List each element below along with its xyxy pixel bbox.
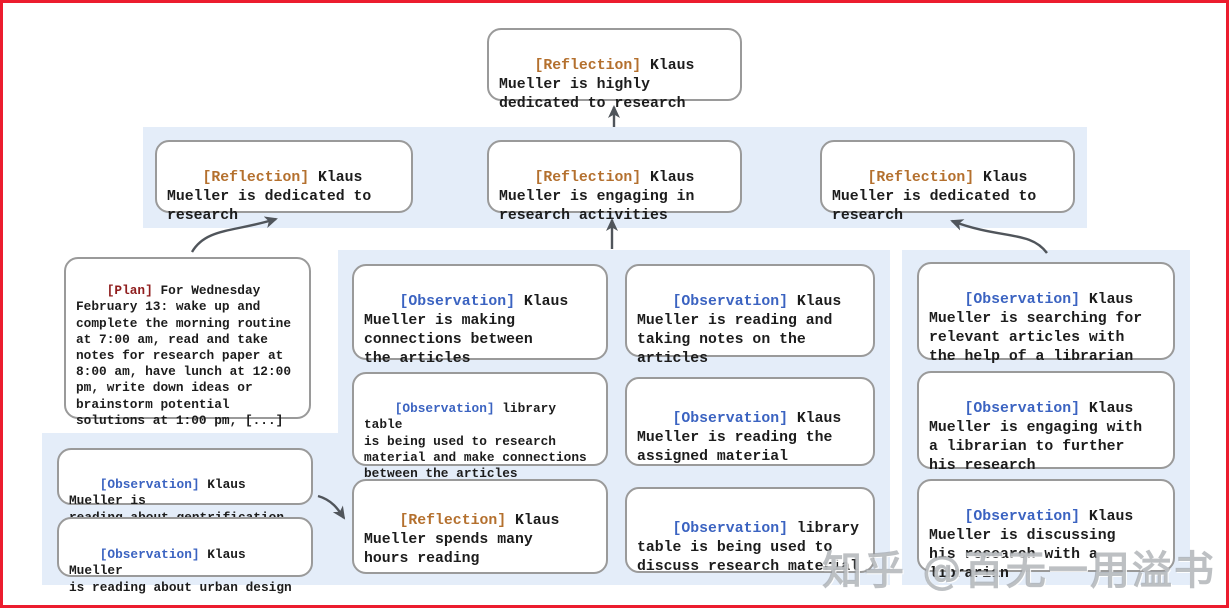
observation-tag: [Observation] <box>99 547 200 563</box>
observation-tag: [Observation] <box>964 292 1080 308</box>
node-reflection-hours-reading: [Reflection] Klaus Mueller spends many h… <box>352 479 608 574</box>
node-obs-assigned-material: [Observation] Klaus Mueller is reading t… <box>625 377 875 466</box>
node-obs-searching-articles: [Observation] Klaus Mueller is searching… <box>917 262 1175 365</box>
node-text: Klaus Mueller is dedicated to research <box>167 170 372 224</box>
node-text: Klaus Mueller is highly dedicated to res… <box>499 58 695 112</box>
node-text: Klaus Mueller is searching for relevant … <box>929 292 1143 365</box>
node-obs-urban-design: [Observation] Klaus Mueller is reading a… <box>57 517 313 595</box>
node-top-reflection: [Reflection] Klaus Mueller is highly ded… <box>487 28 742 112</box>
observation-tag: [Observation] <box>672 521 788 537</box>
node-text: library table is being used to research … <box>364 401 587 482</box>
node-text: Klaus Mueller is reading about urban des… <box>69 547 292 595</box>
node-obs-making-connections: [Observation] Klaus Mueller is making co… <box>352 264 608 367</box>
node-text: Klaus Mueller is making connections betw… <box>364 294 569 367</box>
reflection-tag: [Reflection] <box>399 513 507 529</box>
observation-tag: [Observation] <box>672 294 788 310</box>
reflection-tag: [Reflection] <box>534 170 642 186</box>
node-text: Klaus Mueller is engaging in research ac… <box>499 170 695 224</box>
plan-tag: [Plan] <box>106 283 153 299</box>
node-text: Klaus Mueller spends many hours reading <box>364 513 560 567</box>
reflection-tag: [Reflection] <box>867 170 975 186</box>
observation-tag: [Observation] <box>394 401 495 417</box>
node-text: Klaus Mueller is engaging with a librari… <box>929 401 1143 474</box>
node-obs-library-table-discuss: [Observation] library table is being use… <box>625 487 875 575</box>
node-text: Klaus Mueller is reading and taking note… <box>637 294 842 367</box>
observation-tag: [Observation] <box>672 411 788 427</box>
node-obs-discussing-librarian: [Observation] Klaus Mueller is discussin… <box>917 479 1175 582</box>
node-text: For Wednesday February 13: wake up and c… <box>76 283 292 428</box>
node-obs-gentrification: [Observation] Klaus Mueller is reading a… <box>57 448 313 525</box>
node-level2-mid-reflection: [Reflection] Klaus Mueller is engaging i… <box>487 140 742 224</box>
node-obs-taking-notes: [Observation] Klaus Mueller is reading a… <box>625 264 875 367</box>
observation-tag: [Observation] <box>399 294 515 310</box>
node-text: Klaus Mueller is reading the assigned ma… <box>637 411 842 465</box>
node-plan: [Plan] For Wednesday February 13: wake u… <box>64 257 311 428</box>
node-level2-left-reflection: [Reflection] Klaus Mueller is dedicated … <box>155 140 413 224</box>
node-level2-right-reflection: [Reflection] Klaus Mueller is dedicated … <box>820 140 1075 224</box>
observation-tag: [Observation] <box>964 509 1080 525</box>
node-obs-library-table-research: [Observation] library table is being use… <box>352 372 608 481</box>
observation-tag: [Observation] <box>964 401 1080 417</box>
node-obs-engaging-librarian: [Observation] Klaus Mueller is engaging … <box>917 371 1175 474</box>
node-text: library table is being used to discuss r… <box>637 521 860 575</box>
observation-tag: [Observation] <box>99 477 200 493</box>
node-text: Klaus Mueller is dedicated to research <box>832 170 1037 224</box>
reflection-tag: [Reflection] <box>202 170 310 186</box>
node-text: Klaus Mueller is discussing his research… <box>929 509 1134 582</box>
reflection-tag: [Reflection] <box>534 58 642 74</box>
